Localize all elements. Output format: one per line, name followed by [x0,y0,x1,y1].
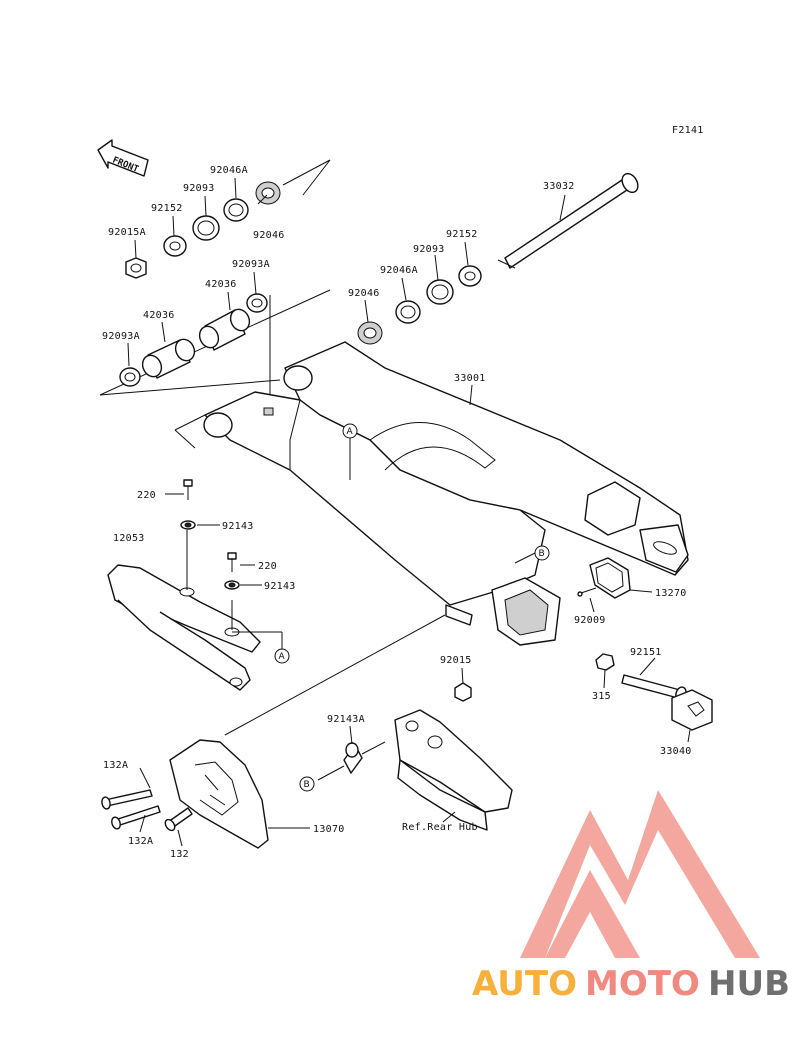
collar-92143A [317,741,386,781]
callout-a-upper-label: A [347,427,354,437]
nut-92015A [125,257,147,279]
label-92143-upper: 92143 [222,521,254,532]
screw-92009 [577,587,597,597]
label-92046A-left: 92046A [210,165,248,176]
label-315: 315 [592,691,611,702]
seal-92093A-upper [246,293,268,313]
ring-92046A-right [395,300,421,324]
bolt-220-upper [183,479,193,500]
collar-92152-left [163,235,187,257]
label-13270: 13270 [655,588,687,599]
bolt-132A-lower [111,805,161,830]
label-92093-right: 92093 [413,244,445,255]
watermark-text: AUTO MOTO HUB [472,964,790,1004]
label-92015: 92015 [440,655,472,666]
label-220-upper: 220 [137,490,156,501]
label-92046A-right: 92046A [380,265,418,276]
sleeve-42036-upper [198,308,251,351]
right-pivot-parts [357,172,639,345]
nut-315 [595,653,615,671]
watermark-moto: MOTO [585,964,700,1004]
swingarm-33001 [203,341,689,646]
needle-bearing-92046-right [357,321,383,345]
callout-a-lower: A [274,648,290,664]
needle-bearing-92046-left [255,181,281,205]
label-132A-upper: 132A [103,760,128,771]
label-92151: 92151 [630,647,662,658]
figure-code: F2141 [672,125,704,136]
plate-13270 [589,557,631,599]
left-pivot-parts [119,181,281,387]
label-92093A-lower: 92093A [102,331,140,342]
collar-92152-right [458,265,482,287]
seal-92093-left [192,215,220,241]
chain-slider-12053 [107,530,283,691]
label-92093-left: 92093 [183,183,215,194]
bolt-132 [164,807,193,832]
nut-92015 [454,682,472,702]
label-132A-lower: 132A [128,836,153,847]
bolt-132A-upper [101,789,153,810]
front-arrow: FRONT [97,139,149,177]
label-33032: 33032 [543,181,575,192]
washer-92143-lower [224,580,240,590]
watermark-hub: HUB [708,964,790,1004]
label-92152-right: 92152 [446,229,478,240]
pivot-shaft-33032 [497,172,639,269]
label-33001: 33001 [454,373,486,384]
seal-92093A-lower [119,367,141,387]
part-labels: 92046A 92093 92152 92015A 92046 92093A 4… [102,165,692,860]
label-13070: 13070 [313,824,345,835]
seal-92093-right [426,279,454,305]
label-92046-left: 92046 [253,230,285,241]
label-42036-upper: 42036 [205,279,237,290]
label-92143-lower: 92143 [264,581,296,592]
label-92009: 92009 [574,615,606,626]
label-220-lower: 220 [258,561,277,572]
chain-guide-rear-hub [394,709,513,831]
washer-92143-upper [180,520,196,530]
callout-b-lower-label: B [304,780,310,790]
callout-b-label: B [539,549,545,559]
callout-b: B [224,545,550,736]
label-42036-lower: 42036 [143,310,175,321]
label-92143A: 92143A [327,714,365,725]
sleeve-42036-lower [141,338,196,379]
chain-guide-plate-13070 [169,739,310,849]
callout-b-lower: B [299,776,315,792]
label-33040: 33040 [660,746,692,757]
label-132: 132 [170,849,189,860]
callout-a-upper: A [342,423,358,480]
label-92093A-upper: 92093A [232,259,270,270]
label-92015A: 92015A [108,227,146,238]
ring-92046A-left [223,198,249,222]
adjuster-33040 [671,689,713,731]
bolt-220-lower [227,552,237,572]
label-12053: 12053 [113,533,145,544]
label-92046-right: 92046 [348,288,380,299]
label-ref-rear-hub: Ref.Rear Hub [402,822,478,833]
watermark-logo [520,790,760,958]
label-92152-left: 92152 [151,203,183,214]
leader-lines [127,177,691,847]
watermark-auto: AUTO [472,964,577,1004]
callout-a-lower-label: A [279,652,286,662]
